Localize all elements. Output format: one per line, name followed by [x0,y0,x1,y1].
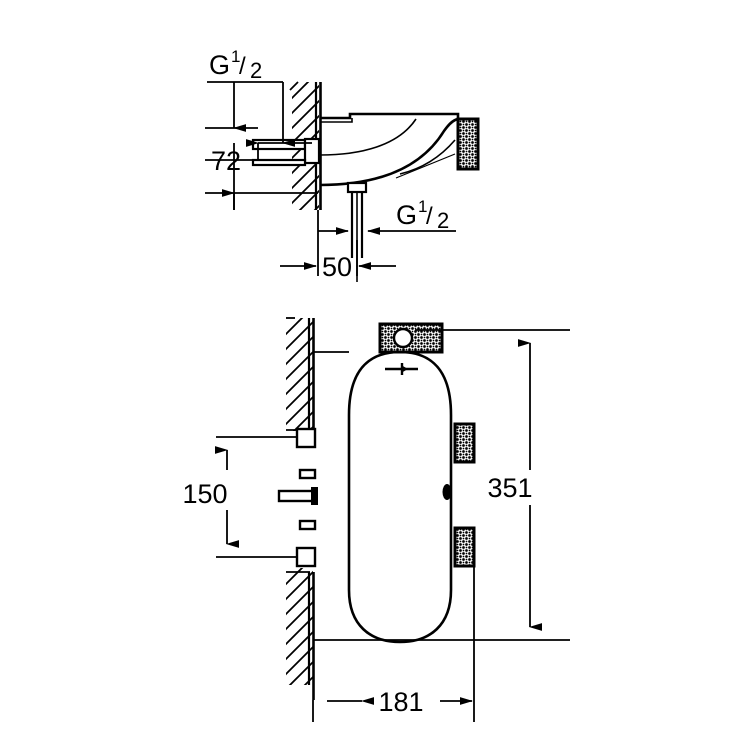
wall-section-lower [286,568,315,700]
thread-top-g: G [209,50,230,80]
extension-lines-bottom [312,329,570,722]
dimension-thread-bottom-label: G 1 / 2 [396,197,449,233]
center-outlet [277,489,317,503]
thread-bottom-numerator: 1 [418,197,427,216]
thread-bottom-g: G [396,200,417,230]
dimension-height-150 [215,436,297,558]
wall-section-upper [286,317,315,431]
dimension-thread-top-label: G 1 / 2 [209,47,262,83]
temperature-handle [453,422,476,464]
dimension-label-50: 50 [322,252,352,282]
thread-top-numerator: 1 [231,47,240,66]
inlet-nipple-upper [298,468,317,480]
wall-union-lower [295,546,317,568]
top-view-group: G 1 / 2 72 G [205,47,480,282]
center-outlet-flange [311,487,318,505]
thread-bottom-denominator: 2 [437,208,449,233]
arrow-marker [385,363,418,375]
dimension-thread-top [205,81,312,147]
thread-top-slash: / [239,53,246,80]
dimension-label-72: 72 [211,146,241,176]
wall-connections [277,427,318,568]
spout-aerator [456,117,480,171]
wall-union-upper [295,427,317,449]
thread-top-denominator: 2 [250,58,262,83]
bottom-view-group: 351 150 181 [182,317,570,722]
inlet-nipple-lower [298,519,317,531]
dimension-height-72 [205,139,318,210]
outlet-pipe [346,181,368,282]
top-knurled-cap [378,322,444,354]
dimension-label-150: 150 [182,479,227,509]
mixer-body [347,350,453,644]
dimension-depth-50 [280,210,396,276]
spout-body [319,112,460,187]
volume-handle [453,526,476,568]
dimension-label-351: 351 [487,473,532,503]
wall-inlet-connector [251,137,321,167]
dimension-label-181: 181 [378,687,423,717]
thread-bottom-slash: / [426,203,433,230]
indicator-mark [442,484,452,500]
